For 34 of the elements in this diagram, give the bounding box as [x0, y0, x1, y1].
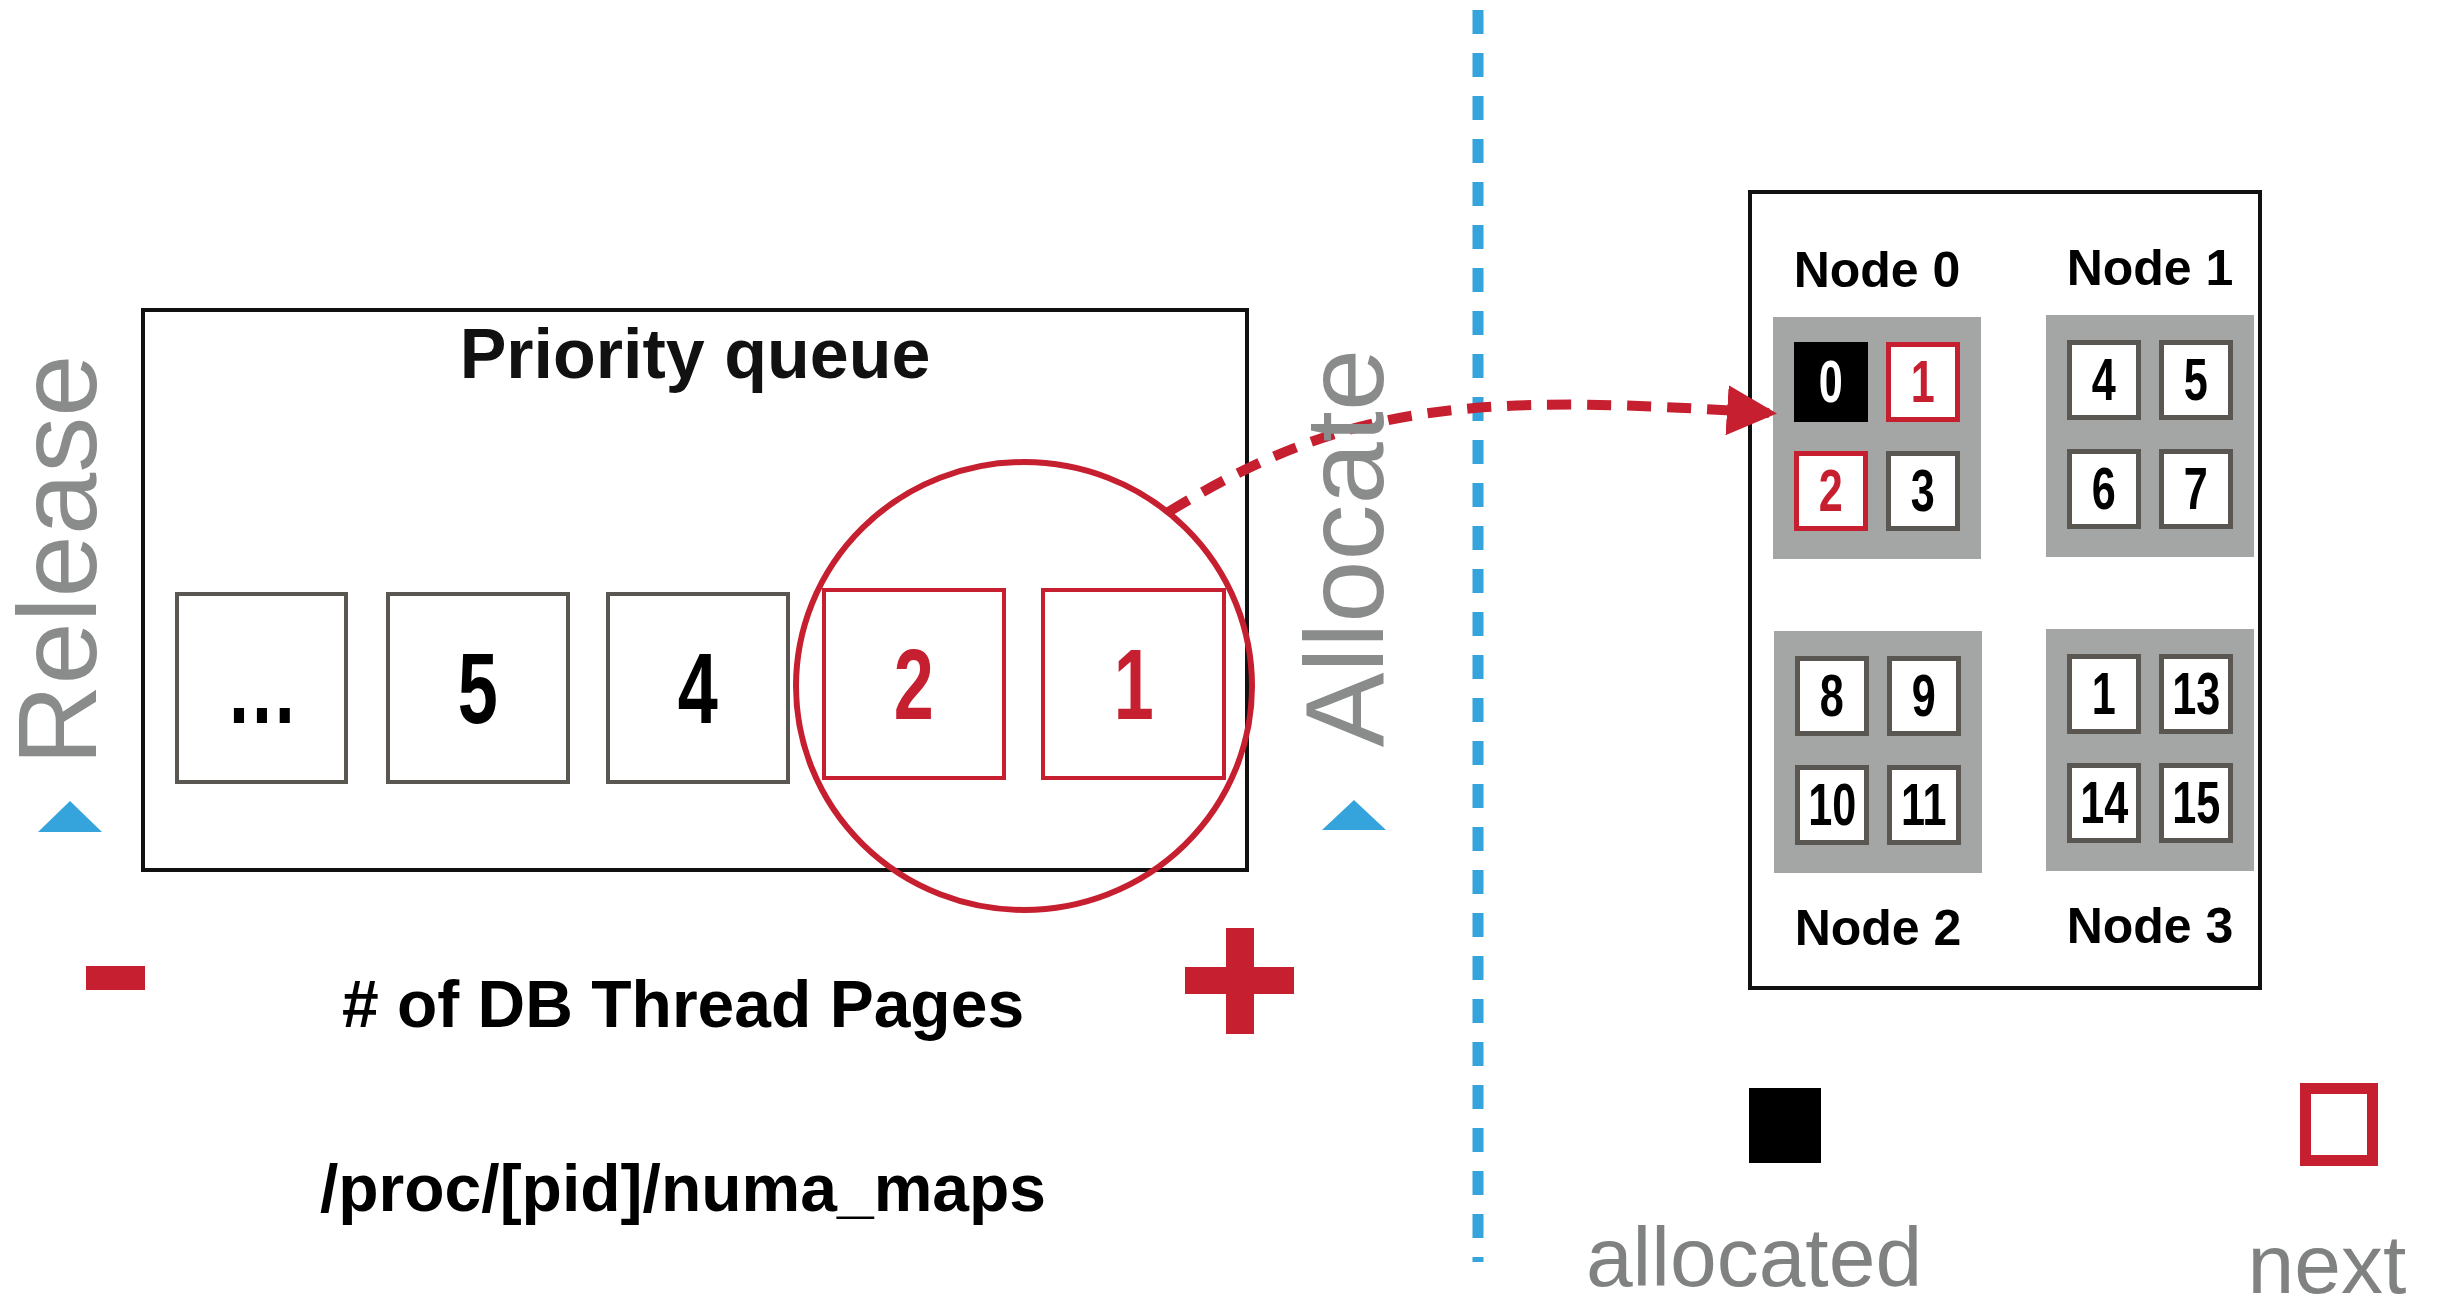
side-label: Release [2, 354, 114, 766]
legend-label: allocated [1585, 1215, 1923, 1299]
page-box: 5 [2159, 340, 2233, 420]
page-box: 9 [1887, 656, 1961, 736]
page-box: 10 [1795, 765, 1869, 845]
page-box: 1 [1886, 342, 1960, 422]
queue-page-box: 1 [1041, 588, 1226, 780]
queue-title: Priority queue [458, 314, 932, 394]
queue-page-box: 4 [606, 592, 790, 784]
page-box: 4 [2067, 340, 2141, 420]
page-box: 15 [2159, 763, 2233, 843]
page-box: 11 [1887, 765, 1961, 845]
node-heading: Node 3 [2065, 897, 2235, 955]
queue-page-box: 2 [822, 588, 1006, 780]
node-heading: Node 0 [1792, 241, 1962, 299]
page-box: 2 [1794, 451, 1868, 531]
page-box: 3 [1886, 451, 1960, 531]
caption-text: # of DB Thread Pages [341, 966, 1025, 1042]
queue-page-box: 5 [386, 592, 570, 784]
queue-page-box: … [175, 592, 348, 784]
memory-box [1748, 190, 2262, 990]
page-box: 7 [2159, 449, 2233, 529]
legend-label: next [2247, 1222, 2407, 1306]
caption-text: /proc/[pid]/numa_maps [319, 1150, 1047, 1226]
dashed-arrow [1165, 385, 1777, 517]
page-box: 1 [2067, 654, 2141, 734]
side-label: Allocate [1289, 348, 1401, 748]
page-box: 6 [2067, 449, 2141, 529]
page-box: 0 [1794, 342, 1868, 422]
page-box: 8 [1795, 656, 1869, 736]
page-box: 14 [2067, 763, 2141, 843]
page-box: 13 [2159, 654, 2233, 734]
node-heading: Node 1 [2065, 239, 2235, 297]
node-heading: Node 2 [1793, 899, 1963, 957]
